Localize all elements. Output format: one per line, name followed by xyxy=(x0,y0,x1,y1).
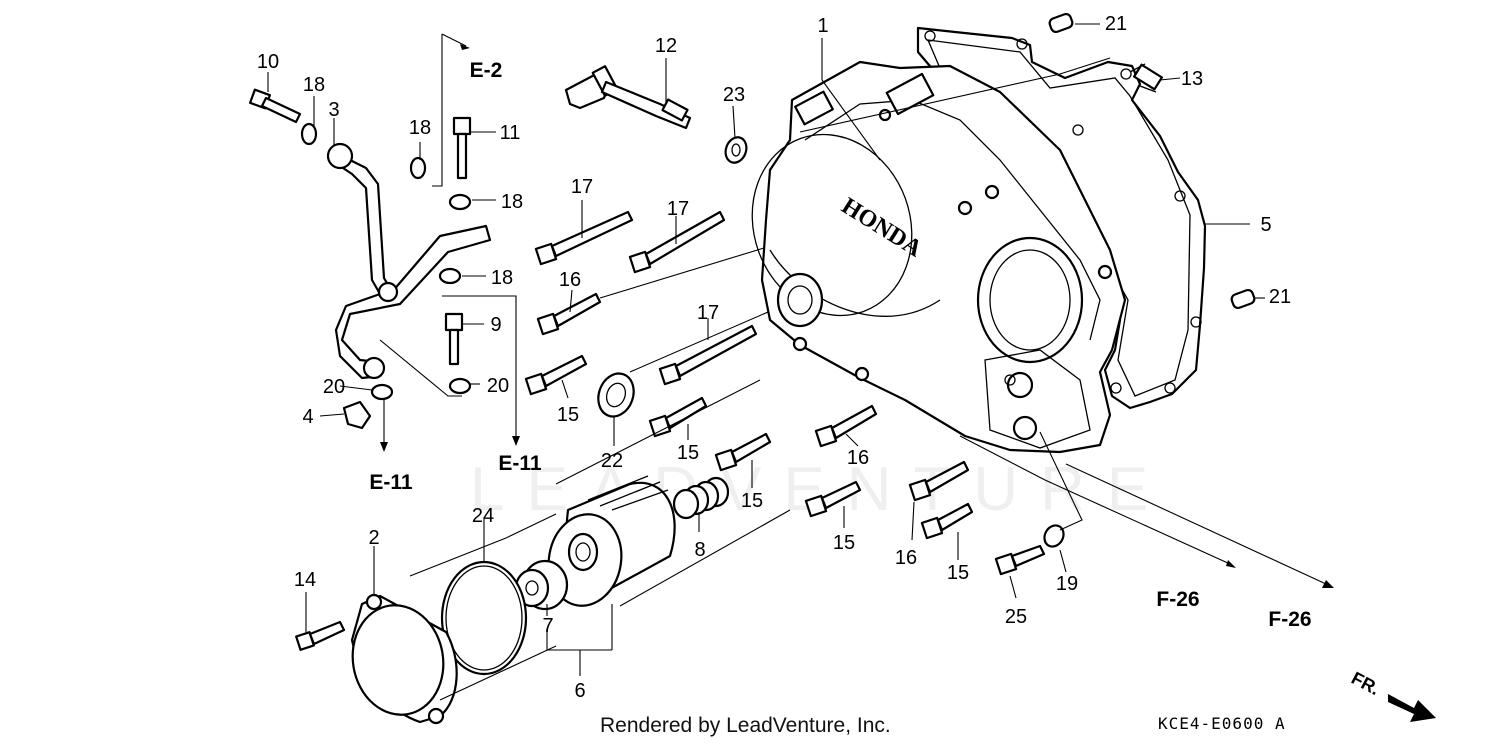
label-16c: 16 xyxy=(895,547,917,569)
oil-pipe-part-3[interactable] xyxy=(326,142,492,380)
label-4: 4 xyxy=(302,406,313,428)
bolt-part-15d[interactable] xyxy=(804,480,862,518)
ref-f26-right: F-26 xyxy=(1268,608,1311,631)
bolt-part-15e[interactable] xyxy=(920,502,974,540)
fitting-part-13[interactable] xyxy=(1129,63,1163,93)
reference-labels: E-2 E-11 E-11 F-26 F-26 xyxy=(369,59,1311,631)
label-20a: 20 xyxy=(323,376,345,398)
bolt-part-9[interactable] xyxy=(444,312,464,366)
label-6: 6 xyxy=(574,680,585,702)
ref-e2: E-2 xyxy=(470,59,503,82)
washer-part-18a[interactable] xyxy=(300,122,318,146)
bolt-part-17c[interactable] xyxy=(658,324,758,386)
label-21b: 21 xyxy=(1269,286,1291,308)
label-23: 23 xyxy=(723,84,745,106)
label-11: 11 xyxy=(500,122,521,144)
bolt-part-17b[interactable] xyxy=(628,210,726,274)
front-arrow-icon xyxy=(1388,694,1436,722)
bolt-part-15b[interactable] xyxy=(648,396,708,438)
label-12: 12 xyxy=(655,35,677,57)
seal-part-23[interactable] xyxy=(722,134,750,165)
diagram-code-suffix: A xyxy=(1274,714,1286,733)
washer-part-20b[interactable] xyxy=(448,377,472,395)
label-16a: 16 xyxy=(559,269,581,291)
diagram-code: KCE4-E0600 A xyxy=(1158,714,1286,733)
label-15d: 15 xyxy=(833,532,855,554)
dowel-pin-part-21a[interactable] xyxy=(1048,12,1074,34)
dowel-pin-part-21b[interactable] xyxy=(1230,288,1256,310)
bolt-part-25[interactable] xyxy=(994,544,1046,576)
spring-part-8[interactable] xyxy=(672,476,730,520)
filter-cover-part-2[interactable] xyxy=(344,593,458,725)
diagram-code-main: KCE4-E0600 xyxy=(1158,714,1265,733)
label-18d: 18 xyxy=(491,267,513,289)
bolt-part-11[interactable] xyxy=(452,116,472,180)
label-18b: 18 xyxy=(409,117,431,139)
label-10: 10 xyxy=(257,51,279,73)
bolt-part-10[interactable] xyxy=(248,88,302,124)
label-1: 1 xyxy=(817,15,828,37)
front-direction-indicator: FR. xyxy=(1348,668,1436,722)
label-3: 3 xyxy=(328,99,339,121)
label-18c: 18 xyxy=(501,191,523,213)
label-17c: 17 xyxy=(697,302,719,324)
bolt-part-16a[interactable] xyxy=(536,292,602,336)
part-labels: 1 2 3 4 5 6 7 8 9 10 11 12 13 14 15 15 1… xyxy=(257,13,1291,702)
washer-part-20a[interactable] xyxy=(370,383,394,401)
label-17a: 17 xyxy=(571,176,593,198)
credit-text: Rendered by LeadVenture, Inc. xyxy=(600,714,891,737)
label-5: 5 xyxy=(1260,214,1271,236)
label-15e: 15 xyxy=(947,562,969,584)
label-16b: 16 xyxy=(847,447,869,469)
front-label: FR. xyxy=(1348,668,1383,699)
label-7: 7 xyxy=(542,615,553,637)
sensor-part-12[interactable] xyxy=(564,65,692,130)
washer-part-18c[interactable] xyxy=(448,193,472,211)
bolt-part-16b[interactable] xyxy=(814,404,878,448)
label-21a: 21 xyxy=(1105,13,1127,35)
label-22: 22 xyxy=(601,450,623,472)
ref-e11-right: E-11 xyxy=(498,452,542,475)
label-15b: 15 xyxy=(677,442,699,464)
bolt-part-14[interactable] xyxy=(295,620,346,651)
ref-e11-left: E-11 xyxy=(369,471,413,494)
label-9: 9 xyxy=(490,314,501,336)
label-18a: 18 xyxy=(303,74,325,96)
label-2: 2 xyxy=(368,527,379,549)
label-8: 8 xyxy=(694,539,705,561)
label-14: 14 xyxy=(294,569,316,591)
oil-seal-part-22[interactable] xyxy=(593,369,640,422)
label-24: 24 xyxy=(472,505,494,527)
ref-f26-left: F-26 xyxy=(1156,588,1199,611)
label-15c: 15 xyxy=(741,490,763,512)
label-19: 19 xyxy=(1056,573,1078,595)
washer-part-18b[interactable] xyxy=(409,156,427,180)
bolt-part-16c[interactable] xyxy=(908,460,970,502)
label-13: 13 xyxy=(1181,68,1203,90)
bolt-part-17a[interactable] xyxy=(534,210,634,266)
label-15a: 15 xyxy=(557,404,579,426)
clip-part-4[interactable] xyxy=(342,400,372,430)
leader-lines xyxy=(267,23,1334,701)
crankcase-cover-part[interactable]: HONDA xyxy=(727,60,1127,454)
washer-part-19[interactable] xyxy=(1041,522,1068,550)
label-17b: 17 xyxy=(667,198,689,220)
label-25: 25 xyxy=(1005,606,1027,628)
bolt-part-15c[interactable] xyxy=(714,432,772,472)
label-20b: 20 xyxy=(487,375,509,397)
bolt-part-15a[interactable] xyxy=(524,354,588,396)
washer-part-18d[interactable] xyxy=(438,267,462,285)
